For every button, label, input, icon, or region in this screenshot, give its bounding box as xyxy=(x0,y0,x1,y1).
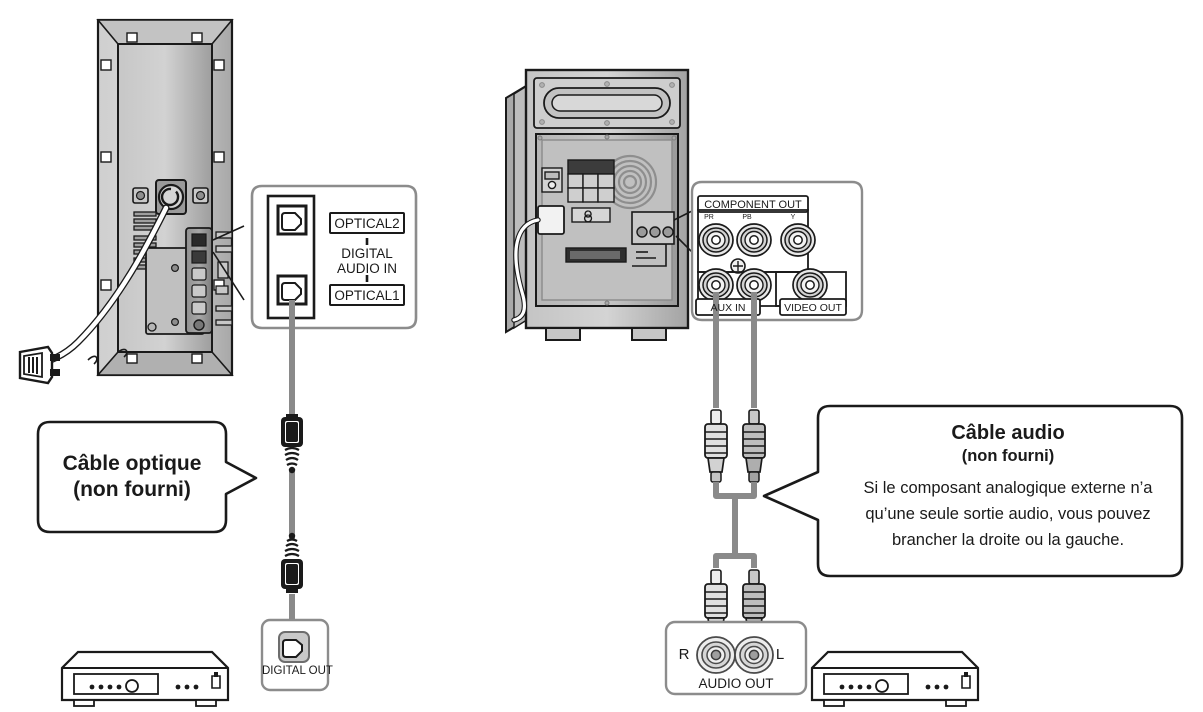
right-device-chassis xyxy=(505,68,690,341)
audio-out-channel-right: R xyxy=(678,646,690,663)
digital-out-jack-box xyxy=(260,618,330,692)
audio-cable-y-junction xyxy=(713,482,757,568)
digital-audio-in-callout-box xyxy=(250,184,418,330)
aux-in-jacks xyxy=(698,268,772,302)
aux-in-label: AUX IN xyxy=(710,302,746,314)
audio-callout-body-3: brancher la droite ou la gauche. xyxy=(891,531,1125,549)
left-callout-leaders xyxy=(212,225,245,301)
digital-audio-in-line1: DIGITAL xyxy=(341,246,393,261)
left-source-device xyxy=(60,650,230,707)
optique-callout-box xyxy=(36,420,258,534)
white-connector-block xyxy=(537,205,565,235)
video-out-jack xyxy=(792,268,828,302)
right-connection-diagram xyxy=(480,0,1203,712)
audio-callout-box xyxy=(762,404,1184,578)
ground-screw xyxy=(730,258,746,274)
audio-callout-title-1: Câble audio xyxy=(951,422,1065,444)
component-out-label: COMPONENT OUT xyxy=(704,199,802,211)
optical2-label: OPTICAL2 xyxy=(334,216,400,231)
rear-jack-panel xyxy=(631,211,675,245)
optical1-label: OPTICAL1 xyxy=(334,288,400,303)
digital-audio-in-line2: AUDIO IN xyxy=(336,261,397,276)
optical-connector-lower xyxy=(281,532,303,593)
component-out-callout-box xyxy=(690,180,864,322)
optique-callout-title-2: (non fourni) xyxy=(73,478,191,501)
component-jack-label-pr: PR xyxy=(704,214,714,221)
terminal-block xyxy=(567,159,615,223)
left-connection-diagram xyxy=(0,0,460,712)
audio-out-jack-box xyxy=(664,620,808,696)
component-jack-label-y: Y xyxy=(790,214,796,221)
video-out-label: VIDEO OUT xyxy=(784,302,842,314)
digital-out-label: DIGITAL OUT xyxy=(262,665,333,677)
ac-power-plug xyxy=(18,345,60,385)
tv-jack-strip xyxy=(185,227,213,334)
tv-power-inlet xyxy=(132,179,209,215)
audio-callout-body-2: qu’une seule sortie audio, vous pouvez xyxy=(865,505,1151,523)
optique-callout-title-1: Câble optique xyxy=(62,452,202,475)
rca-plug-pair-upper xyxy=(704,409,766,483)
audio-callout-body-1: Si le composant analogique externe n’a xyxy=(863,479,1153,497)
component-jack-label-pb: PB xyxy=(742,214,752,221)
audio-callout-title-2: (non fourni) xyxy=(961,447,1055,465)
audio-out-label: AUDIO OUT xyxy=(698,676,774,691)
component-jacks xyxy=(698,223,816,257)
right-source-device xyxy=(810,650,980,707)
optical-connector-upper xyxy=(281,414,303,474)
audio-out-channel-left: L xyxy=(775,646,785,663)
audio-cable-run xyxy=(713,292,757,408)
